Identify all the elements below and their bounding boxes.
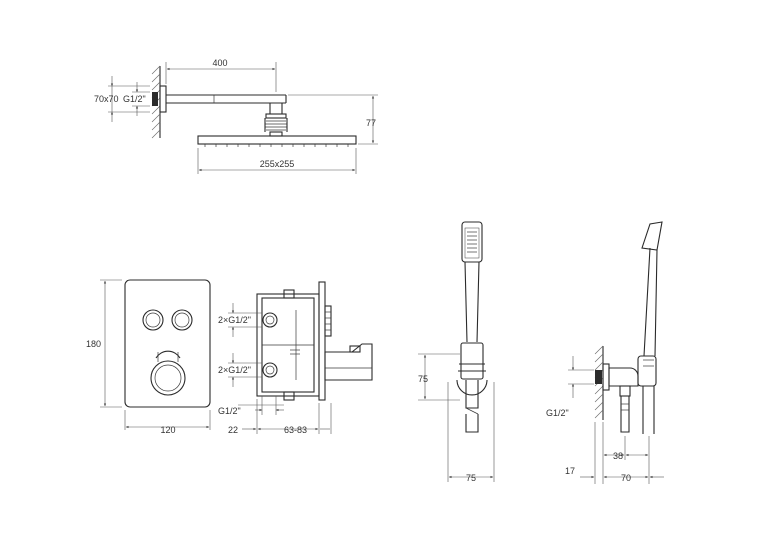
- dim-elbow-70: 70: [621, 473, 631, 483]
- flow-knob-right: [171, 309, 193, 331]
- spray-dots: [464, 227, 480, 259]
- dim-outlet-top: 2×G1/2": [218, 315, 251, 325]
- shower-head: [197, 135, 357, 145]
- hand-shower-head: [461, 221, 483, 263]
- outlet-bottom: [262, 362, 278, 378]
- side-handle: [643, 247, 658, 357]
- dim-elbow-thread: G1/2": [546, 408, 569, 418]
- hand-shower-front: 75 75: [418, 221, 495, 483]
- hand-shower-handle: [464, 261, 480, 343]
- dim-thread-top: G1/2": [123, 94, 146, 104]
- temperature-knob: [150, 360, 186, 396]
- lever-side: [324, 343, 373, 381]
- hand-shower-side: G1/2" 38 17 70: [546, 221, 664, 484]
- mixer-panel-front: 180 120: [86, 279, 211, 435]
- dim-holder-height: 75: [418, 374, 428, 384]
- wall-holder: [460, 342, 484, 380]
- swivel-joint: [264, 113, 288, 137]
- dim-flange: 70x70: [94, 94, 119, 104]
- dim-elbow-38: 38: [613, 451, 623, 461]
- nozzles: [204, 144, 349, 147]
- dim-elbow-17: 17: [565, 466, 575, 476]
- dim-outlet-bottom: 2×G1/2": [218, 365, 251, 375]
- arm-flange: [159, 85, 167, 113]
- dim-head-size: 255x255: [260, 159, 295, 169]
- mixer-body-side: 2×G1/2" 2×G1/2" G1/2" 22 63-83: [218, 281, 373, 435]
- dim-depth-range: 63-83: [284, 425, 307, 435]
- dim-depth-min: 22: [228, 425, 238, 435]
- wall-connection: [152, 92, 158, 106]
- elbow-wall-connection: [595, 370, 602, 384]
- temperature-lever: [155, 350, 181, 359]
- side-head: [641, 221, 663, 251]
- dim-panel-height: 180: [86, 339, 101, 349]
- cover-plate-side: [318, 281, 326, 401]
- outlet-top: [262, 312, 278, 328]
- dim-arm-length: 400: [212, 58, 227, 68]
- dim-holder-width: 75: [466, 473, 476, 483]
- dim-panel-width: 120: [160, 425, 175, 435]
- side-holder: [637, 355, 657, 387]
- dim-inlet: G1/2": [218, 406, 241, 416]
- shower-head-view: 400 70x70 G1/2" 77 255x255: [94, 58, 378, 174]
- dim-drop: 77: [366, 118, 376, 128]
- elbow-body: [608, 367, 639, 387]
- flow-knob-left: [142, 309, 164, 331]
- cover-plate: [124, 279, 211, 408]
